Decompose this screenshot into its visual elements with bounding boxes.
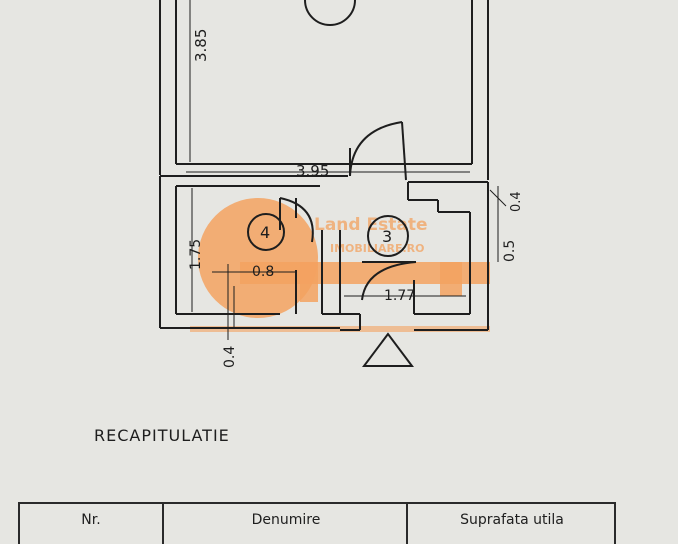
- room-4-number: 4: [260, 223, 270, 242]
- dim-label-3-95: 3.95: [296, 162, 329, 180]
- room-3-number: 3: [382, 227, 392, 246]
- dim-label-0-5: 0.5: [502, 240, 518, 262]
- floor-plan: Land Estate IMOBILIARE.RO 3.85 3.95: [159, 0, 524, 368]
- summary-col-denumire: Denumire: [166, 504, 408, 544]
- door-room-3: [361, 261, 417, 301]
- dim-label-0-4-left: 0.4: [222, 346, 238, 368]
- entrance-triangle: [362, 332, 414, 367]
- room-4-circle: [247, 213, 285, 251]
- summary-table: Nr. Denumire Suprafata utila: [18, 502, 616, 544]
- dim-label-0-4-right: 0.4: [509, 191, 524, 212]
- dim-label-3-85: 3.85: [192, 29, 210, 62]
- dim-label-1-75: 1.75: [188, 239, 204, 270]
- summary-col-suprafata: Suprafata utila: [460, 512, 564, 528]
- room-3-circle: [367, 215, 409, 257]
- dim-label-0-8: 0.8: [252, 264, 274, 280]
- summary-heading: RECAPITULATIE: [94, 426, 230, 445]
- dim-label-1-77: 1.77: [384, 288, 415, 304]
- room-top-circle: [304, 0, 356, 26]
- door-room-4: [279, 197, 314, 243]
- door-upper: [349, 121, 407, 181]
- lower-walls: [159, 176, 489, 331]
- room-top-walls: [159, 0, 489, 183]
- summary-col-nr: Nr.: [20, 504, 164, 544]
